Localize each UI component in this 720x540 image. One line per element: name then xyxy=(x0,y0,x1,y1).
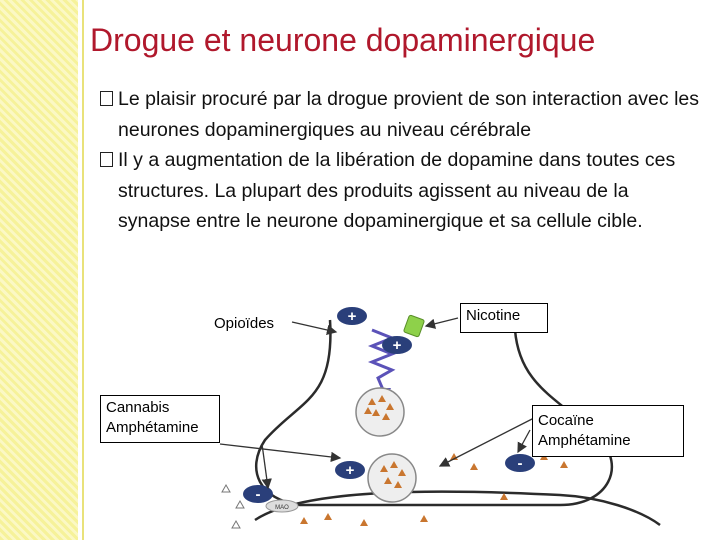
side-divider-accent xyxy=(82,0,84,540)
side-divider xyxy=(78,0,82,540)
label-box-cocaine-amphetamine: Cocaïne Amphétamine xyxy=(532,405,684,457)
postsynaptic-membrane xyxy=(254,490,661,527)
dopamine-molecules-lower xyxy=(380,461,406,488)
receptor-plus-sign: + xyxy=(346,462,355,479)
receptor-plus-lower: + xyxy=(335,461,365,479)
label-amphetamine-right: Amphétamine xyxy=(538,432,631,449)
slide-title: Drogue et neurone dopaminergique xyxy=(90,22,596,58)
bullet-item: Il y a augmentation de la libération de … xyxy=(100,145,700,237)
label-nicotine: Nicotine xyxy=(466,307,521,324)
bullet-box-icon xyxy=(100,91,113,106)
vesicle-lower xyxy=(367,453,417,503)
metabolite-markers xyxy=(221,483,245,529)
bullet-box-icon xyxy=(100,152,113,167)
dopamine-molecules-upper xyxy=(364,395,394,420)
label-box-nicotine: Nicotine xyxy=(460,303,548,333)
label-box-cannabis-amphetamine: Cannabis Amphétamine xyxy=(100,395,220,443)
vesicle-upper xyxy=(355,387,405,437)
nicotine-receptor xyxy=(403,314,425,338)
decorative-side-band xyxy=(0,0,78,540)
bullet-list: Le plaisir procuré par la drogue provien… xyxy=(100,84,700,237)
receptor-plus-top: + xyxy=(337,307,367,325)
label-opioides: Opioïdes xyxy=(214,315,275,332)
receptor-plus-sign: + xyxy=(348,308,357,325)
receptor-minus-left: - xyxy=(243,485,273,503)
receptor-minus-sign: - xyxy=(256,486,261,503)
mao-enzyme xyxy=(265,499,299,513)
label-cannabis: Cannabis xyxy=(106,399,170,416)
receptor-plus-sign: + xyxy=(393,337,402,354)
receptor-minus-sign: - xyxy=(518,455,523,472)
mao-label: MAO xyxy=(275,505,289,511)
bullet-text: Il y a augmentation de la libération de … xyxy=(118,149,676,232)
label-amphetamine-left: Amphétamine xyxy=(106,419,199,436)
receptor-minus-right: - xyxy=(505,454,535,472)
receptor-plus-second: + xyxy=(382,336,412,354)
bullet-item: Le plaisir procuré par la drogue provien… xyxy=(100,84,700,145)
label-cocaine: Cocaïne xyxy=(538,412,594,429)
arrows xyxy=(219,317,535,490)
bullet-text: Le plaisir procuré par la drogue provien… xyxy=(118,88,700,141)
